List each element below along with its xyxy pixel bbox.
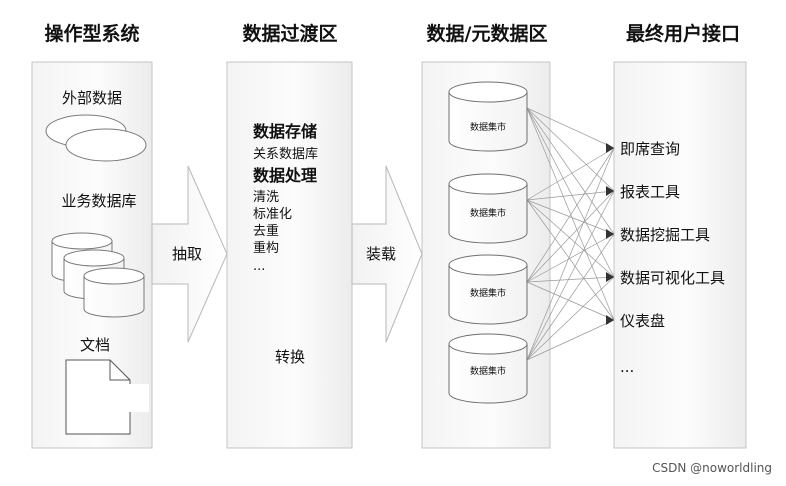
document-icon [65,359,149,435]
tool-adhoc-query: 即席查询 [620,140,680,158]
tool-data-visualization: 数据可视化工具 [620,269,725,287]
warehouse-column-title: 数据/元数据区 [427,22,548,45]
tool-report: 报表工具 [620,183,680,201]
staging-column-title: 数据过渡区 [242,22,337,45]
staging-line-data-processing: 数据处理 [253,166,317,185]
data-mart-3-label: 数据集市 [470,287,506,299]
data-mart-4-label: 数据集市 [470,365,506,377]
external-data-icon [45,114,147,162]
tool-dashboard: 仪表盘 [620,312,665,330]
interface-column-title: 最终用户接口 [626,22,740,45]
load-arrow: 装载 [351,165,423,343]
interface-column-panel [613,61,747,449]
load-arrow-label: 装载 [366,245,396,263]
extract-arrow-label: 抽取 [172,245,202,263]
tool-data-mining: 数据挖掘工具 [620,226,710,244]
staging-footer-transform: 转换 [275,348,305,366]
tool-ellipsis: ... [620,358,634,376]
data-mart-2: 数据集市 [448,173,528,244]
data-mart-4: 数据集市 [448,333,528,404]
data-mart-1: 数据集市 [448,81,528,152]
data-mart-3: 数据集市 [448,254,528,325]
staging-line-restructure: 重构 [253,240,279,256]
staging-line-data-storage: 数据存储 [253,122,317,141]
extract-arrow: 抽取 [151,165,228,343]
staging-line-relational-db: 关系数据库 [253,146,318,162]
source-item-business-db: 业务数据库 [61,192,136,210]
staging-line-cleansing: 清洗 [253,190,279,205]
source-column-title: 操作型系统 [44,22,139,45]
source-item-external-data: 外部数据 [62,89,122,107]
staging-line-dedup: 去重 [253,223,279,239]
watermark: CSDN @noworldling [652,461,772,475]
connection-arrowheads [606,143,614,325]
mart-tool-connections [526,107,615,361]
data-mart-2-label: 数据集市 [470,207,506,219]
staging-line-ellipsis: ... [253,259,265,274]
staging-column-panel [226,61,353,449]
staging-line-standardization: 标准化 [253,207,292,222]
source-item-document: 文档 [80,336,110,354]
business-db-icon [51,232,145,318]
data-mart-1-label: 数据集市 [470,121,506,133]
